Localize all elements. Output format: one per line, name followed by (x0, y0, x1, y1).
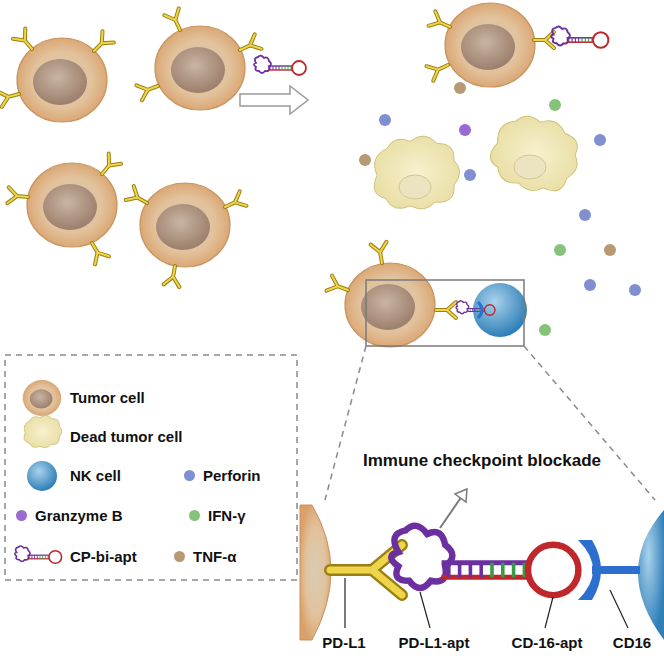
legend-text: TNF-α (193, 548, 236, 566)
panel-title: Immune checkpoint blockade (361, 452, 603, 470)
part-label: CD-16-apt (510, 634, 585, 652)
part-label: PD-L1-apt (397, 634, 472, 652)
legend-text: IFN-γ (208, 507, 246, 525)
legend-text: Dead tumor cell (70, 428, 183, 446)
legend-text: NK cell (70, 467, 121, 485)
legend-text: Perforin (203, 467, 261, 485)
part-label: CD16 (611, 634, 653, 652)
legend-swatch (174, 551, 185, 562)
part-label: PD-L1 (320, 634, 367, 652)
legend-text: Granzyme B (35, 507, 123, 525)
legend-text: Tumor cell (70, 389, 145, 407)
legend-swatch (189, 510, 200, 521)
legend-swatch (184, 470, 195, 481)
legend-text: CP-bi-apt (70, 548, 137, 566)
legend-swatch (16, 510, 27, 521)
